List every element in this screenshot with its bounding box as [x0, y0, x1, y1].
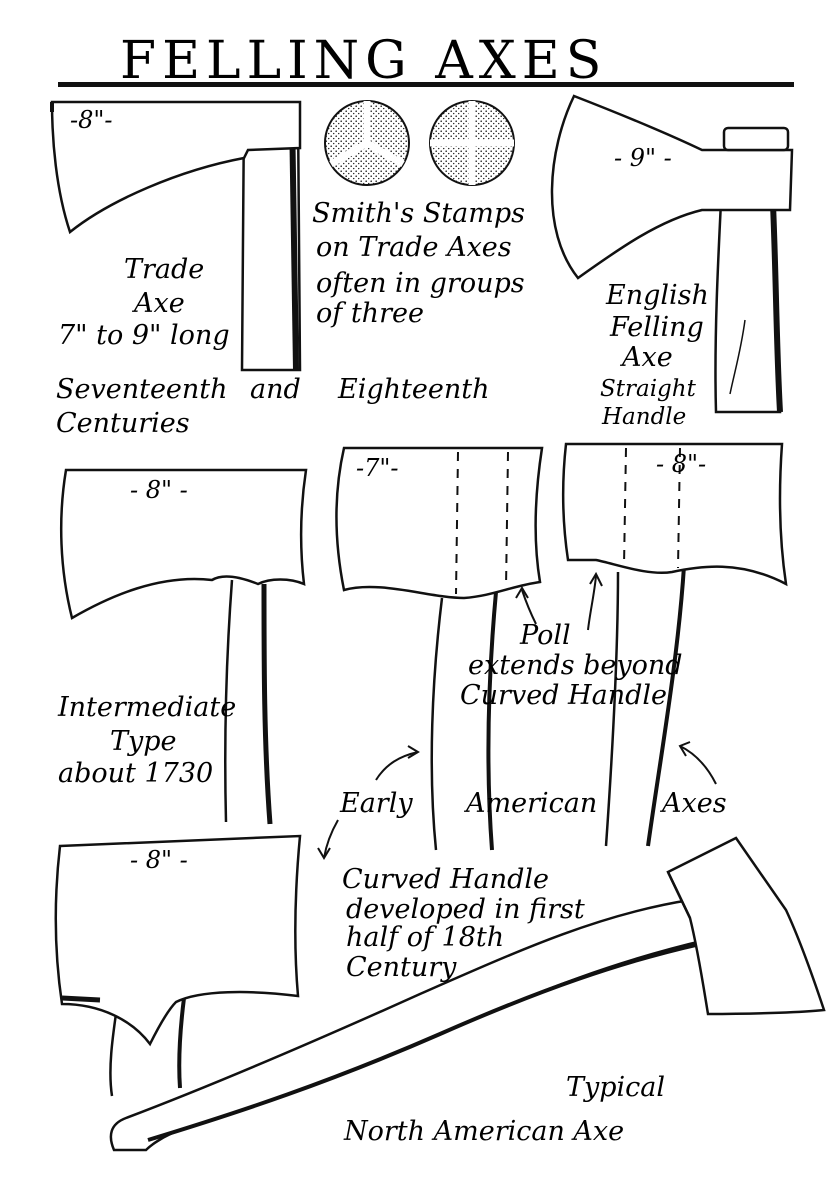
trade-axe-drawing	[50, 100, 302, 372]
smith-stamp-four-part	[429, 100, 515, 186]
poll-label-3: Curved Handle	[460, 680, 667, 711]
typical-label-2: North American Axe	[343, 1116, 624, 1147]
intermediate-label-2: Type	[110, 726, 177, 757]
early-american-arrows	[317, 741, 717, 860]
centuries-word-3: Eighteenth	[337, 374, 489, 405]
stamps-label-3: often in groups	[316, 268, 525, 299]
stamps-label-4: of three	[316, 298, 424, 329]
english-axe-label-3: Axe	[619, 342, 673, 373]
early-american-word-2: American	[463, 788, 597, 819]
trade-axe-label-1: Trade	[124, 254, 204, 285]
curved-handle-label-4: Century	[346, 952, 457, 983]
typical-label-1: Typical	[566, 1072, 665, 1103]
stamps-label-1: Smith's Stamps	[312, 198, 525, 229]
intermediate-axe-dimension: - 8" -	[130, 476, 188, 504]
trade-axe-label-3: 7" to 9" long	[58, 320, 230, 351]
early-american-axe-b-drawing	[561, 442, 788, 847]
trade-axe-label-2: Axe	[131, 288, 185, 319]
early-axe-a-dimension: -7"-	[356, 454, 399, 482]
curved-handle-axe-drawing	[54, 834, 302, 1097]
intermediate-label-3: about 1730	[58, 758, 213, 789]
poll-label-1: Poll	[519, 620, 571, 651]
centuries-word-2: and	[250, 374, 301, 405]
typical-north-american-axe-drawing	[109, 836, 826, 1152]
early-american-word-3: Axes	[659, 788, 727, 819]
english-axe-label-5: Handle	[601, 404, 686, 430]
curved-handle-label-3: half of 18th	[346, 922, 504, 953]
english-axe-dimension: - 9" -	[614, 144, 672, 172]
page-title: FELLING AXES	[120, 31, 607, 91]
title-rule	[58, 82, 794, 87]
early-american-axe-a-drawing	[335, 446, 544, 851]
intermediate-axe-drawing	[59, 468, 308, 825]
english-axe-label-1: English	[605, 280, 709, 311]
stamps-label-2: on Trade Axes	[316, 232, 512, 263]
intermediate-label-1: Intermediate	[57, 692, 236, 723]
curved-handle-label-2: developed in first	[346, 894, 585, 925]
early-american-word-1: Early	[339, 788, 413, 819]
curved-axe-dimension: - 8" -	[130, 846, 188, 874]
curved-handle-label-1: Curved Handle	[342, 864, 549, 895]
smith-stamp-three-part	[324, 100, 410, 186]
poll-label-2: extends beyond	[468, 650, 683, 681]
centuries-line-2: Centuries	[56, 408, 190, 439]
trade-axe-dimension: -8"-	[70, 106, 113, 134]
centuries-word-1: Seventeenth	[56, 374, 228, 405]
english-axe-label-4: Straight	[600, 376, 697, 402]
poll-arrows	[515, 571, 603, 631]
english-axe-label-2: Felling	[609, 312, 704, 343]
early-axe-b-dimension: - 8"-	[656, 450, 706, 478]
english-felling-axe-drawing	[550, 94, 794, 414]
